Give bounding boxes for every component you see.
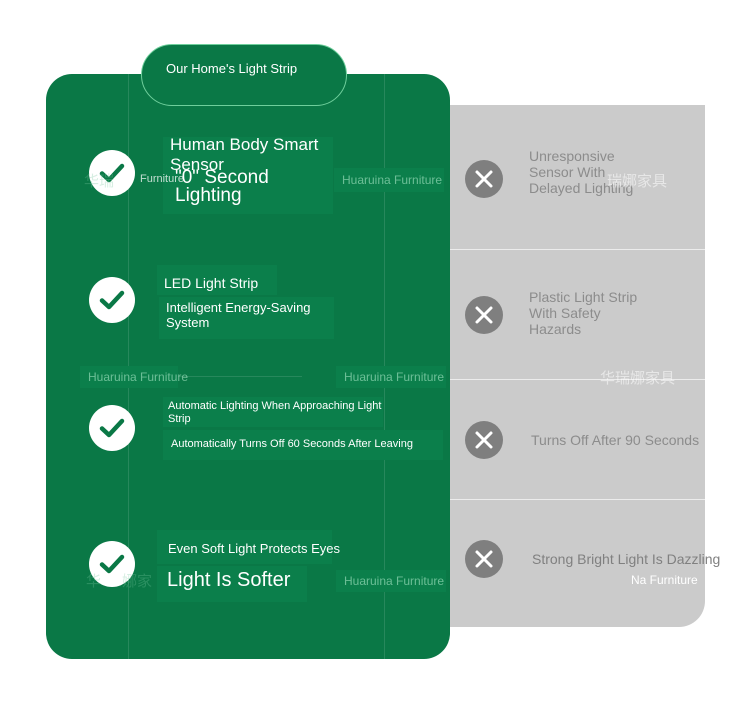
x-mark-icon [465,296,503,334]
watermark-text: Huaruina Furniture [344,574,445,588]
x-mark-icon [465,540,503,578]
watermark-text: 娜家 [122,573,153,590]
feature-title: Human Body Smart Sensor [170,135,319,174]
header-title: Our Home's Light Strip [166,61,298,76]
divider [450,249,705,250]
x-mark-icon [465,421,503,459]
watermark-text: Huaruina Furniture [88,370,189,384]
watermark-text: Na Furniture [631,573,698,587]
label-tile [157,265,277,295]
label-tile [334,168,444,192]
watermark-text: 华瑞娜家具 [600,370,676,387]
checkmark-icon [89,541,135,587]
feature-subtitle: Light Is Softer [167,569,291,591]
watermark-text: 华 [86,573,102,590]
competitor-text: Plastic Light Strip With Safety Hazards [529,289,638,337]
competitor-text: Strong Bright Light Is Dazzling [532,551,721,567]
divider [450,379,705,380]
feature-title: Even Soft Light Protects Eyes [168,541,340,556]
feature-subtitle: Intelligent Energy-Saving System [166,300,311,330]
feature-subtitle: Automatically Turns Off 60 Seconds After… [171,438,413,450]
checkmark-icon [89,277,135,323]
label-tile [157,566,307,602]
label-tile [163,430,443,460]
label-tile [336,570,446,592]
competitor-panel [420,105,705,627]
watermark-text: 华瑞 [84,173,115,190]
x-mark-icon [465,160,503,198]
competitor-text: Turns Off After 90 Seconds [531,432,700,448]
label-tile [163,397,383,427]
label-tile [80,366,178,388]
watermark-text: Furniture [140,173,185,185]
divider [450,499,705,500]
label-tile [336,366,446,388]
label-tile [157,530,332,564]
feature-title: Automatic Lighting When Approaching Ligh… [168,400,382,425]
label-tile [163,137,333,214]
checkmark-icon [89,150,135,196]
watermark-text: Huaruina Furniture [342,173,443,187]
watermark-text: 瑞娜家具 [607,173,668,190]
feature-title-secondary: "0" Second Lighting [175,167,269,206]
header-pill [141,44,347,106]
watermark-text: Huaruina Furniture [344,370,445,384]
feature-title: LED Light Strip [164,275,259,291]
checkmark-icon [89,405,135,451]
competitor-text: Unresponsive Sensor With Delayed Lightin… [529,148,634,196]
label-tile [159,297,334,339]
guide-line [80,376,302,377]
